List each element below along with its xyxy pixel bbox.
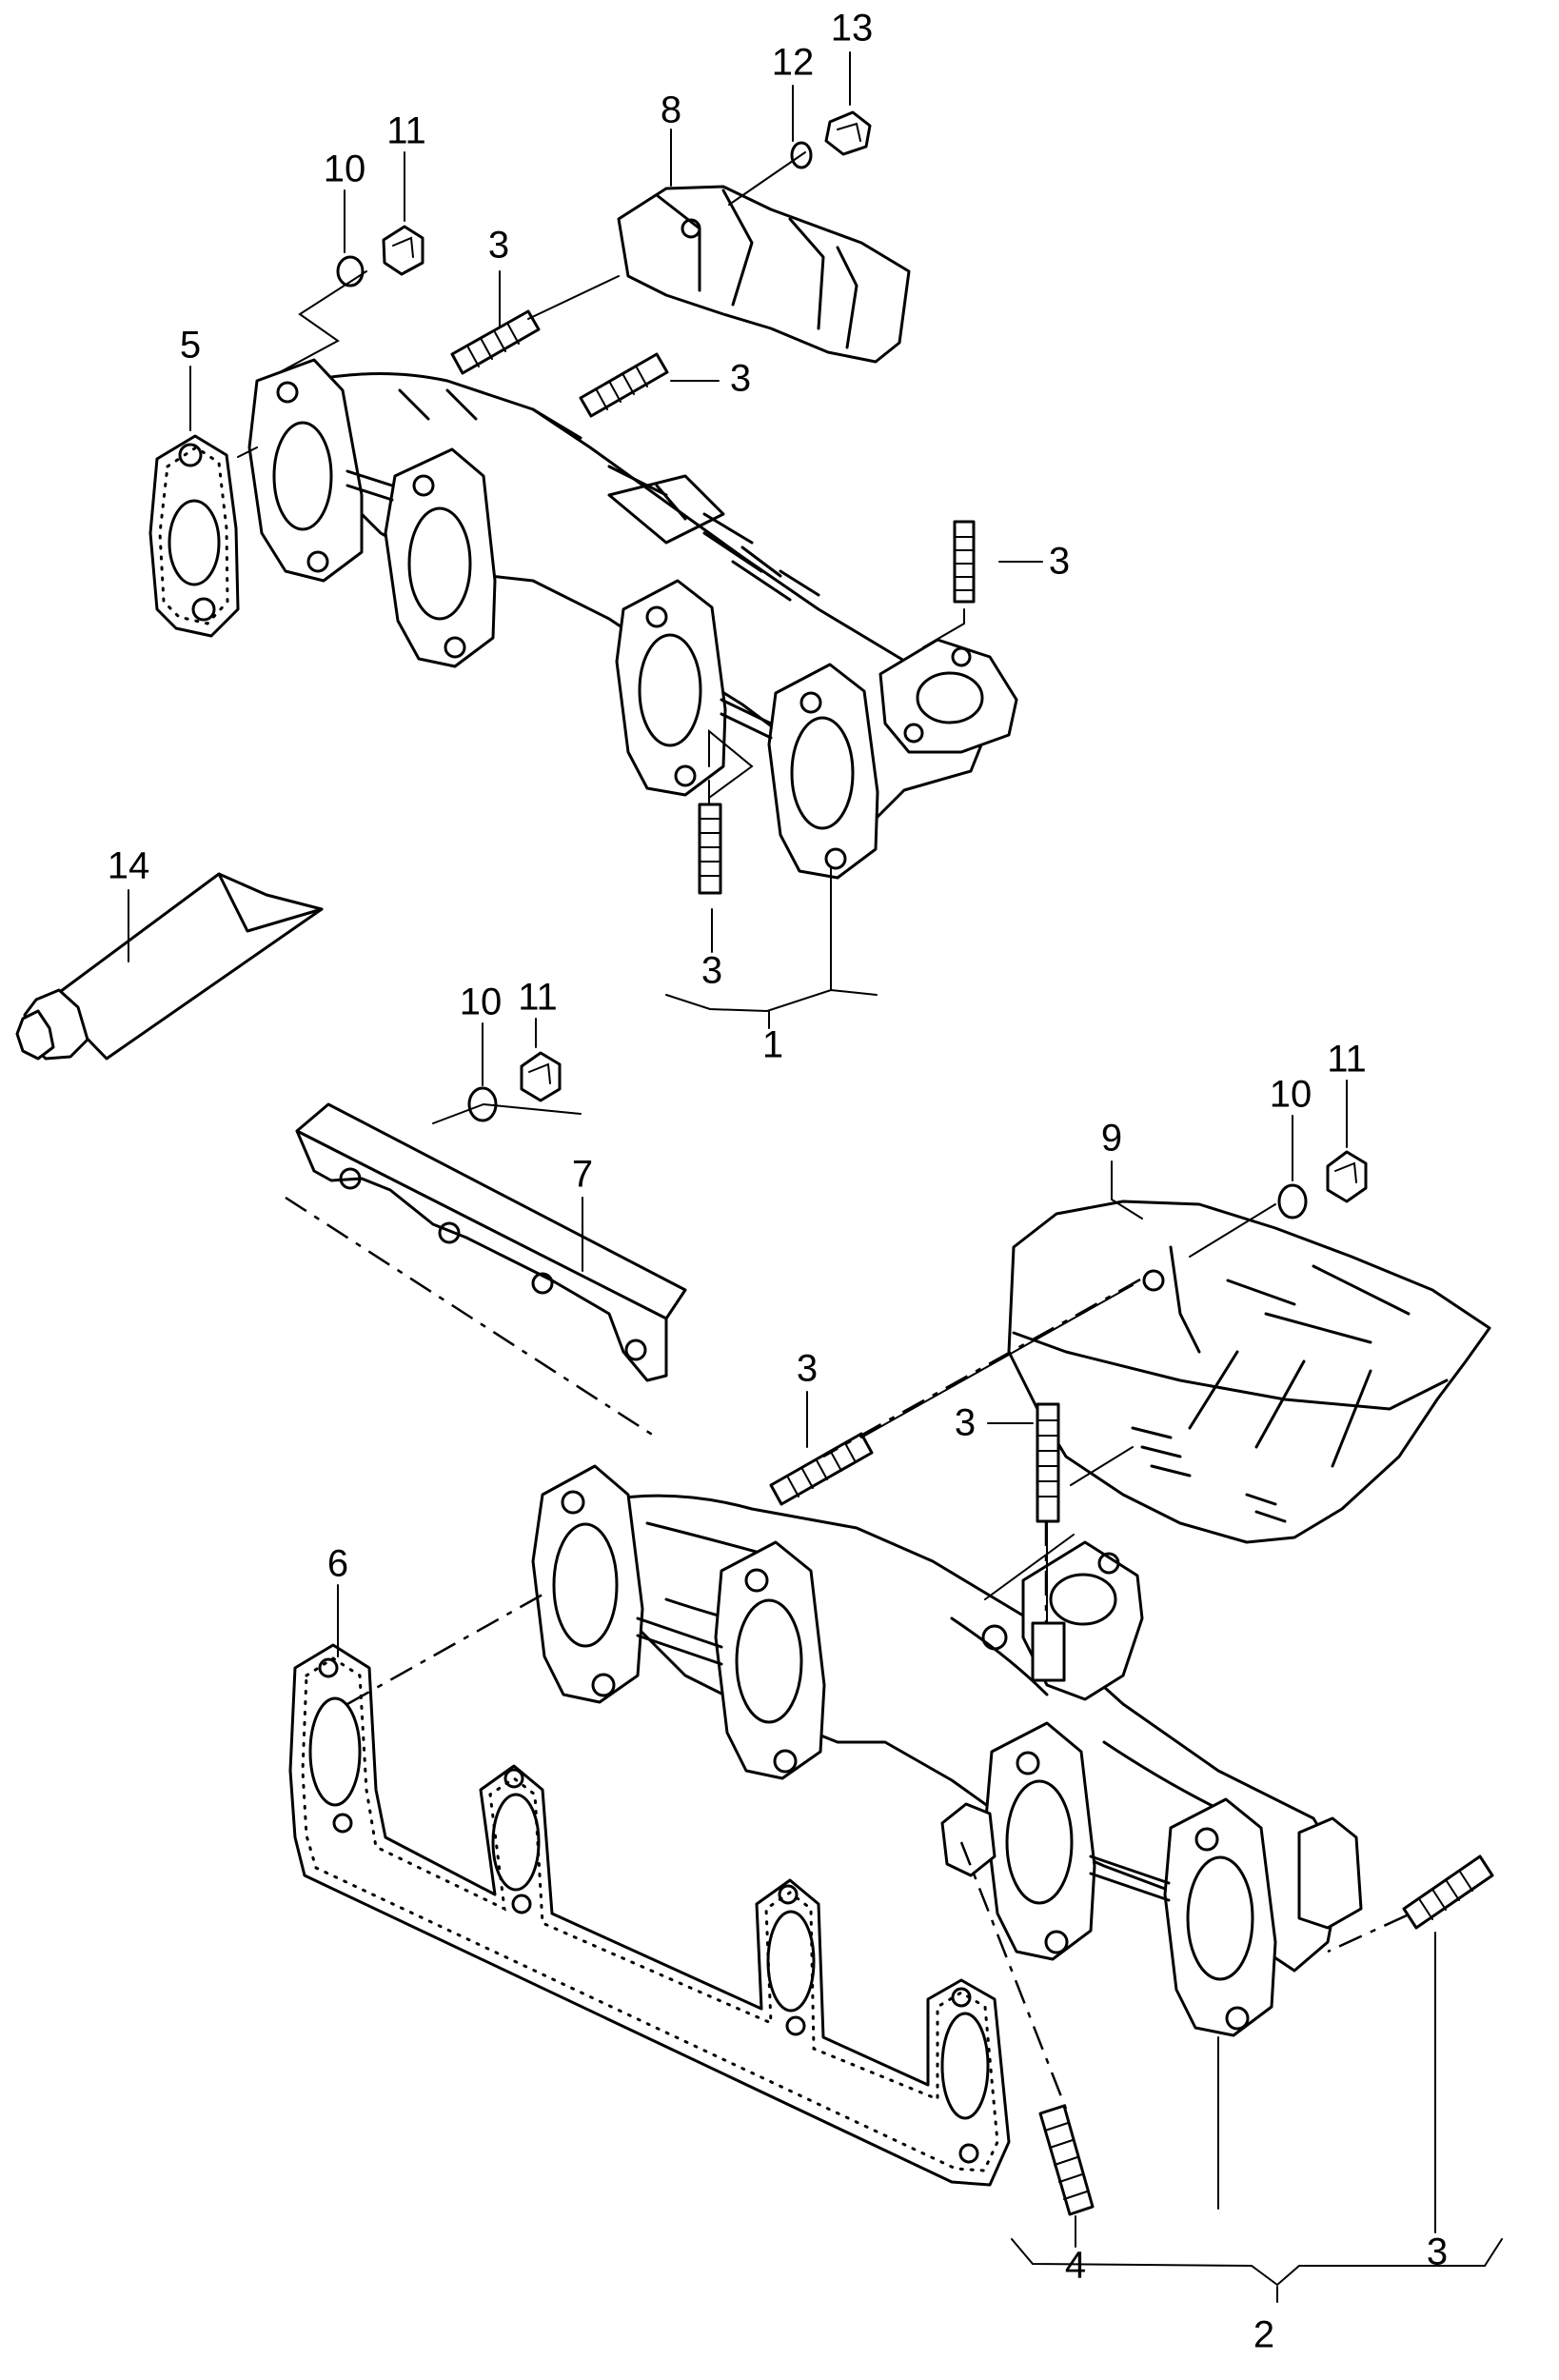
stud-3-upper-left [450,309,541,375]
callout-labels: 1 2 3 3 3 3 3 3 3 3 4 5 6 7 8 9 10 10 10… [108,8,1448,2356]
stud-4 [1038,2104,1095,2216]
exhaust-manifold-lower [531,1464,1363,2037]
callout-6: 6 [327,1543,348,1585]
callout-2: 2 [1253,2314,1274,2356]
stud-3-upper-right [953,520,976,604]
heat-shield-upper [617,185,911,364]
callout-10-c: 10 [1270,1074,1312,1116]
callout-12: 12 [772,42,815,84]
callout-8: 8 [661,89,681,131]
callout-10-b: 10 [460,982,503,1023]
callout-13: 13 [831,8,874,50]
callout-3-a: 3 [488,225,509,267]
nut-13-upper [824,110,872,156]
stud-3-lower-right [1402,1854,1494,1930]
callout-11-b: 11 [518,977,558,1019]
callout-3-b: 3 [730,358,751,400]
heat-shield-strip-7 [295,1102,687,1382]
callout-3-g: 3 [1427,2231,1448,2273]
washer-10-right [1277,1183,1308,1220]
nut-11-upper-left [382,225,424,276]
callout-5: 5 [180,325,201,367]
heat-shield-lower [1007,1200,1491,1544]
stud-3-lower-middle [769,1432,874,1506]
callout-3-e: 3 [797,1348,818,1390]
callout-1: 1 [762,1024,783,1066]
callout-14: 14 [108,845,150,887]
exhaust-manifold-upper [247,358,1018,880]
stud-3-upper-bottom [698,803,722,895]
stud-3-upper-middle [579,352,669,418]
callout-9: 9 [1101,1118,1122,1160]
callout-4: 4 [1065,2245,1086,2287]
leader-lines [128,51,1503,2303]
sealant-tube-14 [15,872,324,1061]
stud-3-lower-vertical [1036,1402,1060,1523]
alignment-lines [285,1196,1408,2110]
callout-3-c: 3 [1049,541,1070,583]
callout-7: 7 [572,1154,593,1196]
callout-11-c: 11 [1327,1039,1367,1081]
callout-3-f: 3 [955,1402,976,1444]
nut-11-right [1326,1150,1368,1203]
callout-11-a: 11 [386,110,426,152]
callout-10-a: 10 [324,149,366,190]
gasket-6 [288,1643,1011,2187]
nut-11-middle-left [520,1051,562,1102]
gasket-5 [148,434,240,638]
callout-3-d: 3 [701,950,722,992]
